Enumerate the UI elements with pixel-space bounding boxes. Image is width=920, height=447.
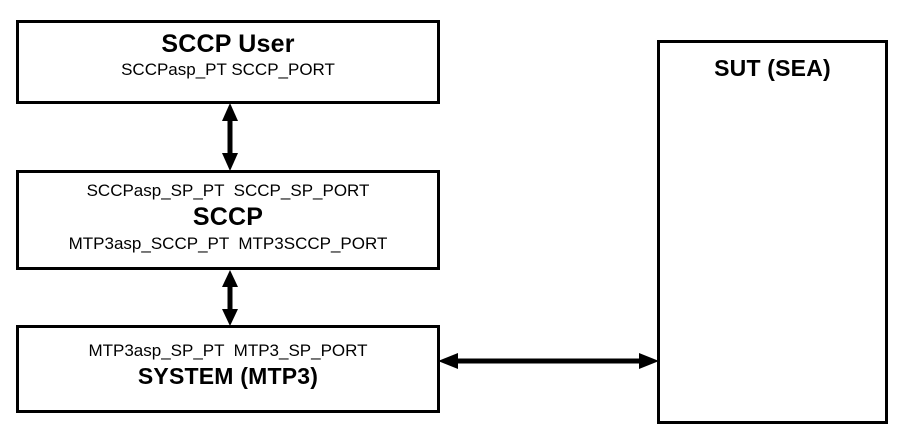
node-sccp-user-ports: SCCPasp_PT SCCP_PORT: [121, 60, 335, 79]
node-sccp[interactable]: SCCPasp_SP_PT SCCP_SP_PORT SCCP MTP3asp_…: [16, 170, 440, 270]
node-system-mtp3-ports: MTP3asp_SP_PT MTP3_SP_PORT: [88, 341, 368, 360]
connector-system-mtp3-to-sut: [438, 345, 659, 377]
horizontal-double-arrow-icon: [438, 353, 659, 369]
vertical-double-arrow-icon: [222, 270, 238, 326]
node-sccp-lower-ports: MTP3asp_SCCP_PT MTP3SCCP_PORT: [68, 234, 388, 253]
connector-sccp-to-system-mtp3: [214, 270, 246, 326]
node-sccp-upper-ports: SCCPasp_SP_PT SCCP_SP_PORT: [86, 181, 370, 200]
node-sccp-user[interactable]: SCCP User SCCPasp_PT SCCP_PORT: [16, 20, 440, 104]
vertical-double-arrow-icon: [222, 103, 238, 171]
node-system-mtp3-title: SYSTEM (MTP3): [137, 363, 319, 389]
connector-sccp-user-to-sccp: [214, 103, 246, 171]
node-sccp-title: SCCP: [192, 203, 264, 231]
node-sccp-user-title: SCCP User: [161, 30, 295, 58]
node-sut-title: SUT (SEA): [714, 55, 831, 81]
node-system-mtp3[interactable]: MTP3asp_SP_PT MTP3_SP_PORT SYSTEM (MTP3): [16, 325, 440, 413]
node-sut[interactable]: SUT (SEA): [657, 40, 888, 424]
